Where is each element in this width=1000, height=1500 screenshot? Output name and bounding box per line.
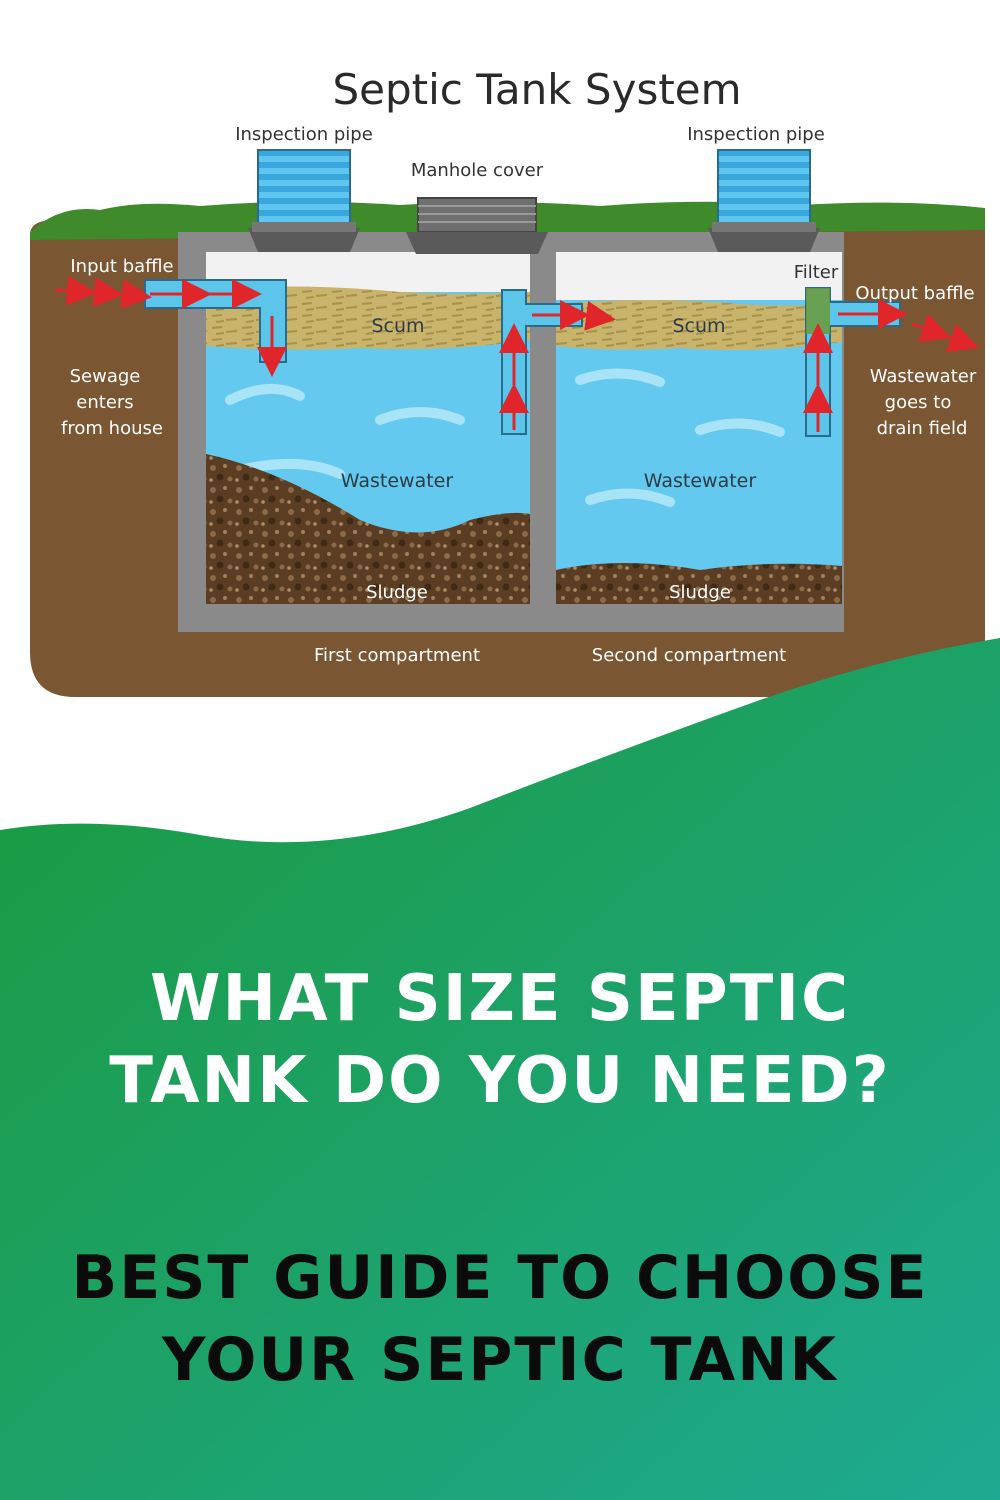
label-scum-left: Scum xyxy=(371,315,424,337)
second-compartment xyxy=(556,252,842,604)
inspection-pipe-left xyxy=(248,149,360,252)
headline: WHAT SIZE SEPTIC TANK DO YOU NEED? xyxy=(40,958,960,1122)
headline-line-1: WHAT SIZE SEPTIC xyxy=(149,962,851,1036)
label-inspection-pipe-right: Inspection pipe xyxy=(687,124,825,145)
label-drain-field-3: drain field xyxy=(877,418,968,439)
label-output-baffle: Output baffle xyxy=(855,283,974,304)
label-sewage-enters-3: from house xyxy=(61,418,163,439)
filter xyxy=(806,288,830,334)
label-wastewater-right: Wastewater xyxy=(644,470,757,492)
label-inspection-pipe-left: Inspection pipe xyxy=(235,124,373,145)
headline-line-2: TANK DO YOU NEED? xyxy=(109,1044,891,1118)
label-first-compartment: First compartment xyxy=(314,645,480,666)
diagram-title: Septic Tank System xyxy=(332,65,741,114)
transfer-baffle-pipe xyxy=(499,289,616,435)
subheadline-line-2: YOUR SEPTIC TANK xyxy=(162,1325,838,1395)
label-input-baffle: Input baffle xyxy=(70,256,173,277)
label-drain-field-2: goes to xyxy=(885,392,952,413)
inflow-arrows xyxy=(54,275,152,309)
label-sludge-right: Sludge xyxy=(669,582,731,603)
septic-tank-diagram: Septic Tank System Inspection pipe Inspe… xyxy=(30,65,985,697)
outflow-arrows xyxy=(911,313,980,352)
output-baffle-pipe xyxy=(803,287,908,437)
label-drain-field-1: Wastewater xyxy=(870,366,977,387)
label-second-compartment: Second compartment xyxy=(592,645,786,666)
label-sewage-enters-1: Sewage xyxy=(70,366,141,387)
subheadline: BEST GUIDE TO CHOOSE YOUR SEPTIC TANK xyxy=(20,1237,980,1401)
label-scum-right: Scum xyxy=(672,315,725,337)
label-wastewater-left: Wastewater xyxy=(341,470,454,492)
label-filter: Filter xyxy=(794,262,839,283)
inspection-pipe-right xyxy=(708,149,820,252)
subheadline-line-1: BEST GUIDE TO CHOOSE xyxy=(71,1243,929,1313)
label-sludge-left: Sludge xyxy=(366,582,428,603)
green-wave-banner xyxy=(0,638,1000,1500)
label-manhole-cover: Manhole cover xyxy=(411,160,544,181)
manhole-cover xyxy=(406,197,548,254)
label-sewage-enters-2: enters xyxy=(76,392,133,413)
